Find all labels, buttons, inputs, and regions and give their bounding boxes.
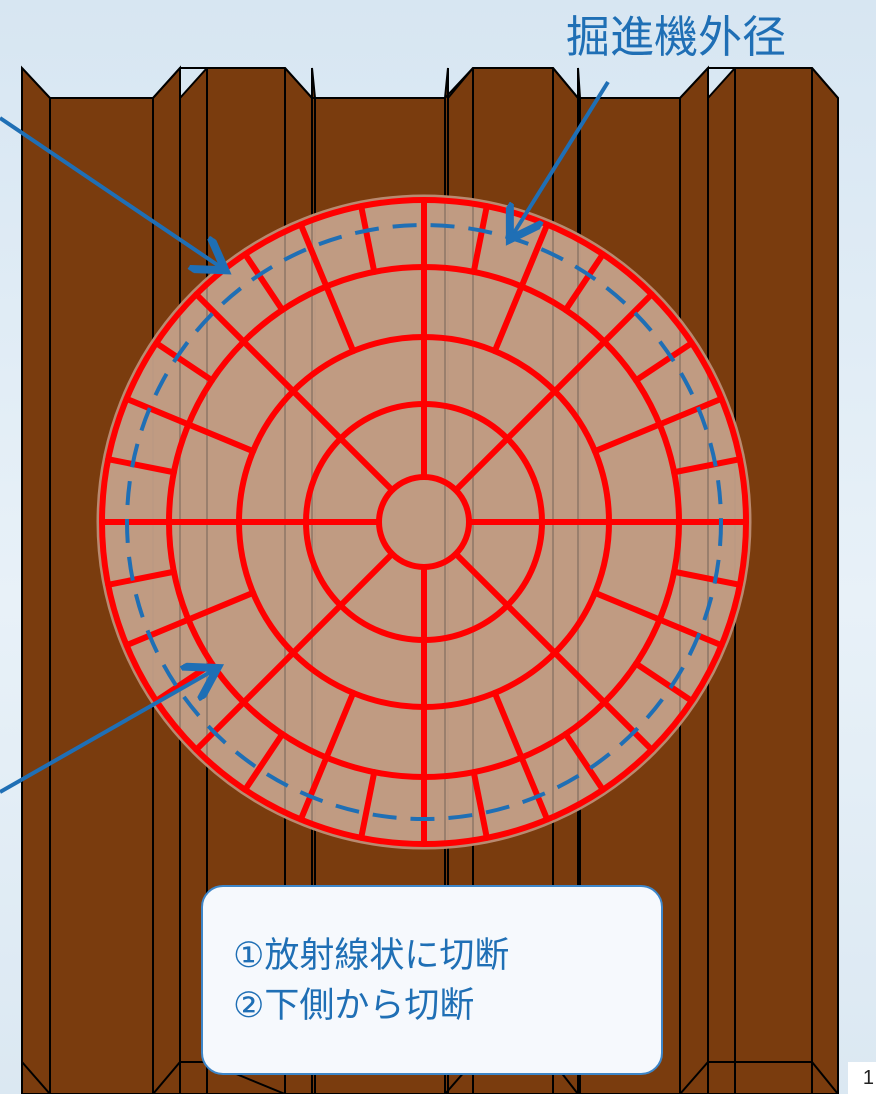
radial-cut-edge (671, 568, 743, 588)
radial-cut-outer (297, 221, 357, 355)
radial-cut-outer (123, 589, 257, 649)
leader-arrows (0, 80, 610, 794)
radial-cut-edge (105, 456, 177, 476)
radial-cut-edge (105, 568, 177, 588)
radial-cut-main (193, 291, 396, 494)
radial-cut-outer (491, 689, 551, 823)
radial-cut-edge (562, 731, 606, 793)
radial-cut-edge (562, 251, 606, 313)
radial-cut-edge (242, 251, 286, 313)
radial-cut-edge (671, 456, 743, 476)
radial-cut-outer (297, 689, 357, 823)
pile-bottom-edge (21, 1061, 839, 1094)
radial-cut-outer (591, 589, 725, 649)
cut-area (96, 194, 752, 850)
tunnel-boring-machine-outer-diameter-label: 掘進機外径 (566, 12, 786, 63)
radial-cut-edge (153, 340, 215, 384)
radial-cut-outer (591, 395, 725, 455)
outer-cut-leader-arrow (0, 116, 222, 268)
page-number: 1 (848, 1062, 876, 1094)
radial-cut-edge (633, 340, 695, 384)
radial-cut-main (452, 291, 655, 494)
procedure-step-1: ①放射線状に切断 (233, 936, 510, 976)
machine-outer-diameter-outline (125, 223, 723, 821)
radial-cut-outer (123, 395, 257, 455)
radial-cut-edge (633, 660, 695, 704)
procedure-step-2: ②下側から切断 (233, 986, 475, 1026)
cutting-procedure-callout: ①放射線状に切断 ②下側から切断 (201, 885, 663, 1075)
radial-cut-main (193, 550, 396, 753)
radial-cut-edge (470, 769, 490, 841)
radial-cut-edge (358, 203, 378, 275)
radial-cut-edge (470, 203, 490, 275)
pile-top-edge (21, 67, 839, 99)
diameter-leader-arrow (512, 80, 610, 236)
radial-cut-edge (242, 731, 286, 793)
radial-cut-edge (358, 769, 378, 841)
radial-cut-main (452, 550, 655, 753)
inner-cut-leader-arrow (0, 670, 214, 794)
